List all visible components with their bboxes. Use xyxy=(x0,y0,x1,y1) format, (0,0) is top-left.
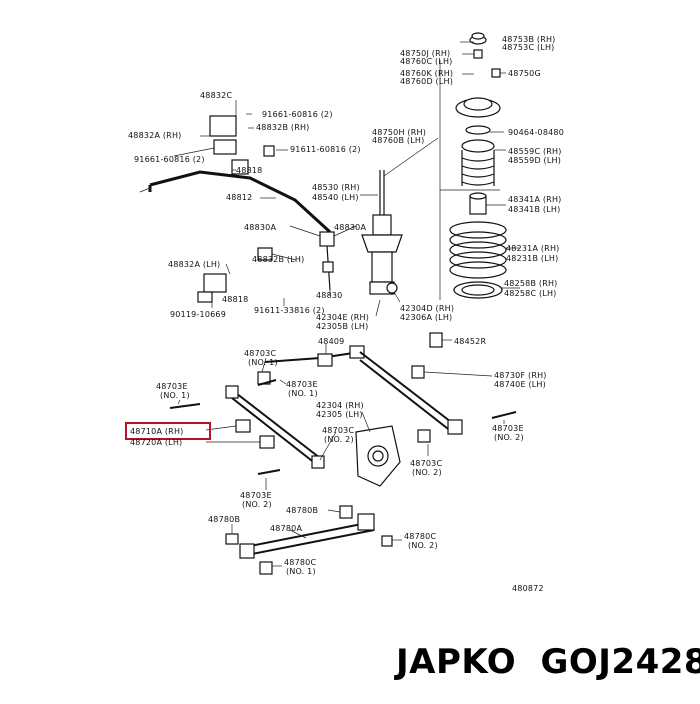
label-42304: 42304 (RH) xyxy=(316,401,364,410)
label-48409: 48409 xyxy=(318,337,344,346)
brand-part-number: GOJ2428 xyxy=(540,642,700,682)
leader-lines xyxy=(139,41,520,567)
brand-part-caption: JAPKO GOJ2428 xyxy=(396,642,700,688)
label-48703E-mid: 48703E xyxy=(286,380,318,389)
label-42306A: 42306A (LH) xyxy=(400,313,452,322)
label-48703C-low-no: (NO. 2) xyxy=(412,468,442,477)
label-48760D: 48760D (LH) xyxy=(400,77,453,86)
label-48559C: 48559C (RH) xyxy=(508,147,562,156)
label-48780C-low-no: (NO. 1) xyxy=(286,567,316,576)
label-48812: 48812 xyxy=(226,193,252,202)
label-48703C-low: 48703C xyxy=(410,459,442,468)
label-48760B: 48760B (LH) xyxy=(372,136,424,145)
label-48703E-mid-no: (NO. 1) xyxy=(288,389,318,398)
label-91661-left: 91661-60816 (2) xyxy=(134,155,205,164)
label-48258B: 48258B (RH) xyxy=(504,279,558,288)
label-91611-right: 91611-60816 (2) xyxy=(290,145,361,154)
label-42305: 42305 (LH) xyxy=(316,410,363,419)
label-48720A: 48720A (LH) xyxy=(130,438,182,447)
label-48818-bottom: 48818 xyxy=(222,295,248,304)
label-48231A: 48231A (RH) xyxy=(506,244,559,253)
label-42304E: 42304E (RH) xyxy=(316,313,369,322)
label-48703C-mid: 48703C xyxy=(322,426,354,435)
label-42304D: 42304D (RH) xyxy=(400,304,454,313)
strut-assembly xyxy=(439,32,507,300)
label-48832C: 48832C xyxy=(200,91,232,100)
label-48703E-left: 48703E xyxy=(156,382,188,391)
label-48530: 48530 (RH) xyxy=(312,183,360,192)
label-48703E-right: 48703E xyxy=(492,424,524,433)
shock-absorber xyxy=(361,170,403,295)
label-48832A-lh: 48832A (LH) xyxy=(168,260,220,269)
highlight-box xyxy=(125,422,211,440)
label-48559D: 48559D (LH) xyxy=(508,156,561,165)
label-48780C-right: 48780C xyxy=(404,532,436,541)
label-48452R: 48452R xyxy=(454,337,486,346)
label-48832B-lh: 48832B (LH) xyxy=(252,255,304,264)
label-48780B-b: 48780B xyxy=(208,515,240,524)
label-48780A: 48780A xyxy=(270,524,302,533)
label-91661-top: 91661-60816 (2) xyxy=(262,110,333,119)
label-48341B: 48341B (LH) xyxy=(508,205,560,214)
label-48818-top: 48818 xyxy=(236,166,262,175)
part-labels: 48753B (RH) 48753C (LH) 48750J (RH) 4876… xyxy=(128,35,564,593)
label-48341A: 48341A (RH) xyxy=(508,195,561,204)
label-90464: 90464-08480 xyxy=(508,128,564,137)
label-48830A-right: 48830A xyxy=(334,223,366,232)
label-48703C-top: 48703C xyxy=(244,349,276,358)
label-figure-number: 480872 xyxy=(512,584,544,593)
suspension-arms xyxy=(169,332,517,575)
label-42305B: 42305B (LH) xyxy=(316,322,368,331)
label-48753C: 48753C (LH) xyxy=(502,43,555,52)
label-48740E: 48740E (LH) xyxy=(494,380,546,389)
stabilizer-bar xyxy=(148,115,335,303)
label-48710A: 48710A (RH) xyxy=(130,427,183,436)
label-48703E-right-no: (NO. 2) xyxy=(494,433,524,442)
label-91611-bottom: 91611-33816 (2) xyxy=(254,306,325,315)
label-48832B: 48832B (RH) xyxy=(256,123,310,132)
label-48703E-low: 48703E xyxy=(240,491,272,500)
label-48832A-rh: 48832A (RH) xyxy=(128,131,181,140)
label-48540: 48540 (LH) xyxy=(312,193,359,202)
label-48780B-a: 48780B xyxy=(286,506,318,515)
label-48750G: 48750G xyxy=(508,69,541,78)
label-48231B: 48231B (LH) xyxy=(506,254,558,263)
label-48703C-mid-no: (NO. 2) xyxy=(324,435,354,444)
label-48703E-left-no: (NO. 1) xyxy=(160,391,190,400)
label-48830A-left: 48830A xyxy=(244,223,276,232)
brand-maker: JAPKO xyxy=(396,642,517,682)
label-48780C-low: 48780C xyxy=(284,558,316,567)
label-48730F: 48730F (RH) xyxy=(494,371,547,380)
label-48703E-low-no: (NO. 2) xyxy=(242,500,272,509)
label-48750H: 48750H (RH) xyxy=(372,128,426,137)
label-48780C-right-no: (NO. 2) xyxy=(408,541,438,550)
label-48703C-top-no: (NO. 1) xyxy=(248,358,278,367)
label-48753B: 48753B (RH) xyxy=(502,35,556,44)
label-48258C: 48258C (LH) xyxy=(504,289,557,298)
label-48760K: 48760K (RH) xyxy=(400,69,453,78)
label-48750J: 48750J (RH) xyxy=(400,49,450,58)
label-90119: 90119-10669 xyxy=(170,310,226,319)
label-48760C: 48760C (LH) xyxy=(400,57,453,66)
label-48830: 48830 xyxy=(316,291,342,300)
